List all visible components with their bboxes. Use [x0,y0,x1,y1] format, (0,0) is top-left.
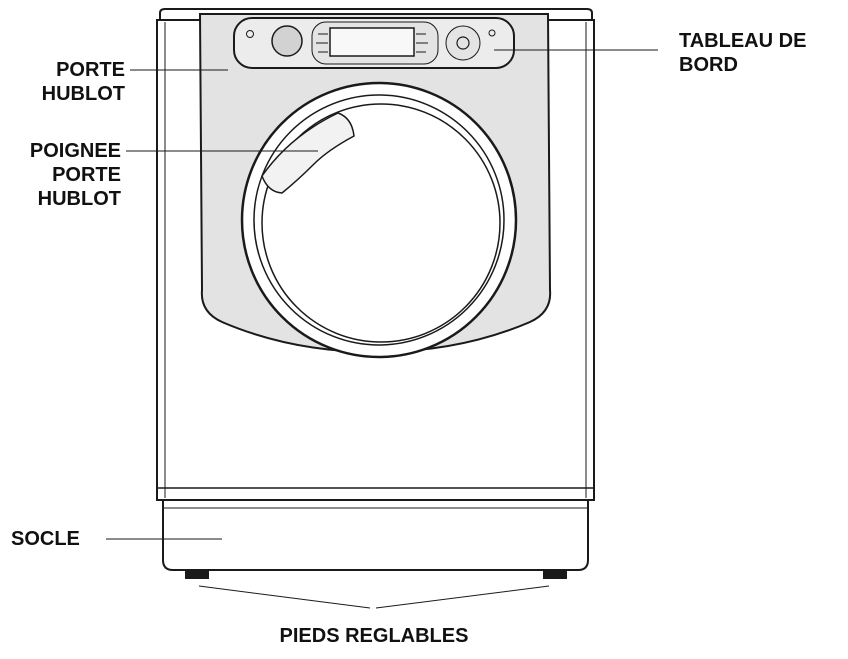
leader-pied-right [375,585,550,609]
display-screen [329,27,415,57]
foot-left [185,569,209,579]
indicator-light-icon [488,29,496,37]
foot-right [543,569,567,579]
label-pieds-line1: PIEDS REGLABLES [279,625,469,647]
label-poignee-porte-hublot: POIGNEE PORTE HUBLOT [0,139,121,211]
machine-top-rim [159,8,593,24]
door-outer-ring [240,81,518,359]
label-tableau-line2: BORD [679,54,738,76]
label-porte-hublot: PORTE HUBLOT [10,58,125,106]
label-poignee-line2: PORTE [52,164,121,186]
door-glass [261,103,501,343]
start-button-icon [456,36,470,50]
button-cluster [445,25,481,61]
door-inner-ring [253,94,505,346]
program-knob [271,25,303,57]
label-socle: SOCLE [11,527,106,551]
label-tableau-line1: TABLEAU DE [679,30,807,52]
label-socle-line1: SOCLE [11,528,80,550]
leader-pied-left [198,585,371,609]
label-porte-hublot-line1: PORTE [56,59,125,81]
label-pieds-reglables: PIEDS REGLABLES [214,624,534,648]
label-poignee-line3: HUBLOT [37,188,121,210]
plinth [162,499,589,571]
power-icon [246,30,254,38]
label-porte-hublot-line2: HUBLOT [41,83,125,105]
door-handle [261,112,355,194]
label-tableau-de-bord: TABLEAU DE BORD [679,29,839,77]
label-poignee-line1: POIGNEE [29,140,121,162]
